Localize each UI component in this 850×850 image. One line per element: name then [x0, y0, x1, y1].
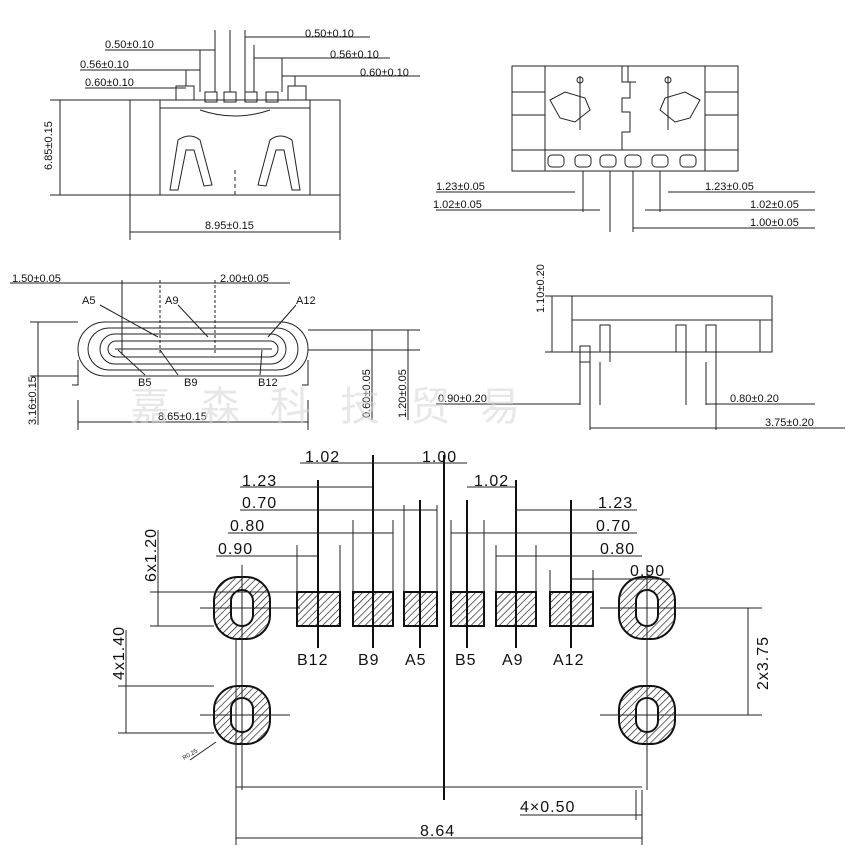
dim-label: 0.70: [596, 518, 631, 535]
dim-label: 1.23±0.05: [705, 181, 754, 193]
pad-label-b5: B5: [455, 652, 477, 669]
dim-label: 8.95±0.15: [205, 220, 254, 232]
dim-label: 1.23: [598, 495, 633, 512]
dim-label: 4x1.40: [111, 626, 128, 680]
dim-label: 0.70: [242, 495, 277, 512]
dim-label: 1.02: [305, 449, 340, 466]
pad-label-b9: B9: [358, 652, 380, 669]
dim-label: 6x1.20: [143, 528, 160, 582]
dim-label: 1.10±0.20: [535, 264, 547, 313]
dim-label: 0.80: [230, 518, 265, 535]
pad-label-b12: B12: [297, 652, 328, 669]
dim-label: 1.02±0.05: [433, 199, 482, 211]
pin-label-a5: A5: [82, 295, 95, 307]
dim-label: 1.50±0.05: [12, 273, 61, 285]
dim-label: 1.02±0.05: [750, 199, 799, 211]
dim-label: 4×0.50: [520, 799, 575, 816]
top-view: 1.23±0.05 1.23±0.05 1.02±0.05 1.02±0.05 …: [433, 65, 815, 232]
dim-label: 1.02: [474, 473, 509, 490]
dim-label: 0.80±0.20: [730, 393, 779, 405]
dim-label: 1.00±0.05: [750, 217, 799, 229]
dim-label: 3.16±0.15: [27, 376, 39, 425]
pad-label-a5: A5: [405, 652, 427, 669]
watermark: 嘉森科技贸易: [130, 385, 550, 429]
front-view: 0.50±0.10 0.50±0.10 0.56±0.10 0.56±0.10 …: [43, 28, 420, 240]
pin-label-a9: A9: [165, 295, 178, 307]
dim-label: 0.56±0.10: [80, 59, 129, 71]
pcb-footprint: 1.02 1.23 0.70 0.80 0.90 1.00 1.02 1.23 …: [111, 449, 772, 845]
dim-label: 2.00±0.05: [220, 273, 269, 285]
dim-label: 0.60±0.10: [85, 77, 134, 89]
dim-label: 0.90: [630, 563, 665, 580]
dim-label: 0.60±0.10: [360, 67, 409, 79]
pad-label-a9: A9: [502, 652, 524, 669]
dim-label: 1.20±0.05: [397, 369, 409, 418]
side-view: 1.10±0.20 0.90±0.20 0.80±0.20 3.75±0.20: [436, 264, 845, 430]
dim-label: 1.23: [242, 473, 277, 490]
dim-label: 6.85±0.15: [43, 121, 55, 170]
dim-label: 0.50±0.10: [305, 28, 354, 40]
pad-label-a12: A12: [553, 652, 584, 669]
dim-label: 0.90: [218, 541, 253, 558]
dim-label: 2x3.75: [755, 636, 772, 690]
dim-label: 1.00: [422, 449, 457, 466]
dim-label: 8.65±0.15: [158, 411, 207, 423]
dim-label: 3.75±0.20: [765, 417, 814, 429]
dim-label: 0.60±0.05: [361, 369, 373, 418]
dim-label: 0.50±0.10: [105, 39, 154, 51]
dim-label: 0.56±0.10: [330, 49, 379, 61]
dim-label: 0.80: [600, 541, 635, 558]
pin-label-b9: B9: [184, 377, 197, 389]
dim-label: 0.90±0.20: [438, 393, 487, 405]
pin-label-b5: B5: [138, 377, 151, 389]
dim-label: 8.64: [420, 823, 455, 840]
pin-label-b12: B12: [258, 377, 278, 389]
pin-label-a12: A12: [296, 295, 316, 307]
dim-label: 1.23±0.05: [436, 181, 485, 193]
mouth-view: 1.50±0.05 2.00±0.05 3.16±0.15 8.65±0.15 …: [10, 273, 420, 430]
